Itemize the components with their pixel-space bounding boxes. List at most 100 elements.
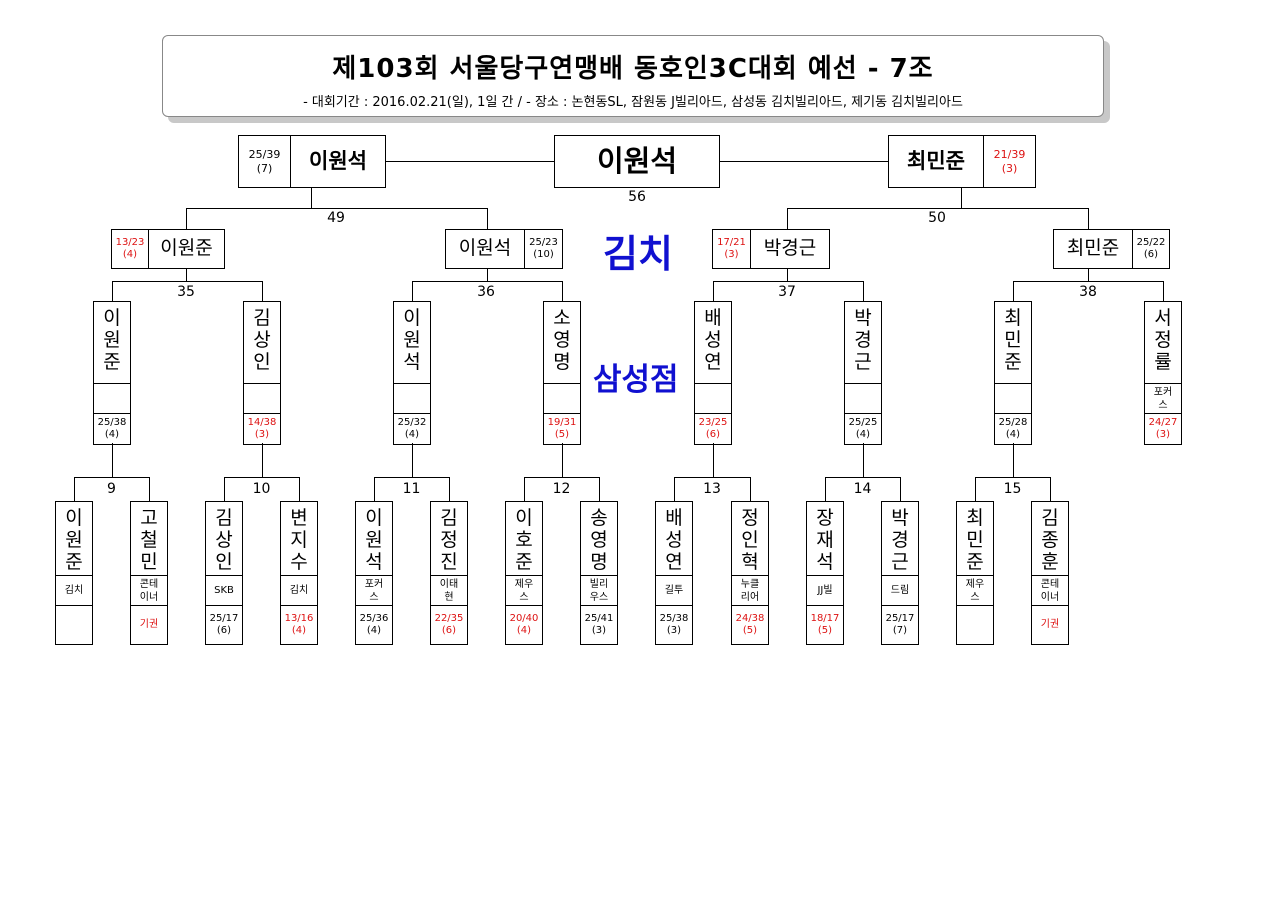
bracket-line [863, 281, 864, 301]
semi-left-player-b: 이원석 25/23 (10) [445, 229, 563, 269]
semi-left-match-number: 49 [327, 210, 345, 226]
bracket-line [787, 208, 788, 229]
player-name: 김 정 진 [431, 502, 467, 576]
player-club: SKB [206, 576, 242, 606]
player-club [394, 384, 430, 414]
bracket-line [262, 281, 263, 301]
semi-left-b-score: 25/23 (10) [524, 230, 562, 268]
player-club: 드림 [882, 576, 918, 606]
player-club: 콘테 이너 [131, 576, 167, 606]
player-club: 포커 스 [1145, 384, 1181, 414]
semi-left-b-name: 이원석 [458, 237, 512, 260]
bracket-line [186, 208, 187, 229]
round1-match-number: 11 [402, 481, 421, 497]
bracket-line [1013, 281, 1164, 282]
bracket-line [412, 281, 413, 301]
bracket-line [674, 477, 751, 478]
bracket-line [412, 281, 563, 282]
page-title: 제103회 서울당구연맹배 동호인3C대회 예선 - 7조 [332, 54, 934, 84]
player-score: 기권 [139, 618, 159, 630]
bracket-line [787, 269, 788, 281]
player-name: 송 영 명 [581, 502, 617, 576]
player-score: 22/35 (6) [434, 612, 464, 637]
player-name: 고 철 민 [131, 502, 167, 576]
bracket-line [374, 477, 450, 478]
round1-match-number: 9 [107, 481, 116, 497]
bracket-line [386, 161, 554, 162]
player-club [845, 384, 881, 414]
bracket-line [750, 477, 751, 501]
player-club: 누클 리어 [732, 576, 768, 606]
player-box: 배 성 연 23/25 (6) [694, 301, 732, 445]
bracket-line [412, 443, 413, 477]
player-club: 제우 스 [957, 576, 993, 606]
player-name: 김 상 인 [244, 302, 280, 384]
bracket-line [961, 188, 962, 208]
player-club: 제우 스 [506, 576, 542, 606]
bracket-line [975, 477, 976, 501]
semi-right-match-number: 50 [928, 210, 946, 226]
player-name: 이 호 준 [506, 502, 542, 576]
final-left-score: 25/39 (7) [239, 136, 291, 187]
player-club: 이태 현 [431, 576, 467, 606]
player-score: 13/16 (4) [284, 612, 314, 637]
semi-right-player-b: 최민준 25/22 (6) [1053, 229, 1170, 269]
player-score: 24/27 (3) [1148, 416, 1178, 441]
bracket-line [449, 477, 450, 501]
semi-right-b-name: 최민준 [1066, 237, 1120, 260]
player-club [94, 384, 130, 414]
player-score: 25/17 (6) [209, 612, 239, 637]
player-name: 배 성 연 [695, 302, 731, 384]
player-score: 25/32 (4) [397, 416, 427, 441]
semi-right-b-score: 25/22 (6) [1132, 230, 1169, 268]
player-score: 기권 [1040, 618, 1060, 630]
player-score: 19/31 (5) [547, 416, 577, 441]
bracket-line [74, 477, 75, 501]
round1-match-number: 10 [252, 481, 271, 497]
final-left-player: 25/39 (7) 이원석 [238, 135, 386, 188]
player-club [244, 384, 280, 414]
final-right-score: 21/39 (3) [983, 136, 1035, 187]
round2-match-number: 37 [778, 284, 796, 300]
player-score: 24/38 (5) [735, 612, 765, 637]
bracket-line [787, 208, 1089, 209]
player-name: 김 종 훈 [1032, 502, 1068, 576]
player-score [957, 606, 993, 644]
semi-right-a-score: 17/21 (3) [713, 230, 751, 268]
player-score: 25/25 (4) [848, 416, 878, 441]
player-score: 23/25 (6) [698, 416, 728, 441]
semi-left-a-name: 이원준 [160, 237, 213, 260]
player-name: 배 성 연 [656, 502, 692, 576]
player-club [544, 384, 580, 414]
player-score: 25/38 (4) [97, 416, 127, 441]
semi-right-a-name: 박경근 [763, 237, 817, 260]
bracket-line [112, 281, 263, 282]
bracket-line [487, 269, 488, 281]
semi-right-player-a: 17/21 (3) 박경근 [712, 229, 830, 269]
player-club: 빌리 우스 [581, 576, 617, 606]
player-club: JJ빌 [807, 576, 843, 606]
player-name: 박 경 근 [845, 302, 881, 384]
final-right-name: 최민준 [907, 149, 965, 174]
player-club: 길투 [656, 576, 692, 606]
bracket-line [524, 477, 600, 478]
bracket-line [1088, 269, 1089, 281]
bracket-line [713, 443, 714, 477]
venue-upper-label: 김치 [603, 232, 673, 276]
player-score: 20/40 (4) [509, 612, 539, 637]
bracket-line [262, 443, 263, 477]
player-name: 이 원 준 [94, 302, 130, 384]
bracket-line [900, 477, 901, 501]
player-name: 장 재 석 [807, 502, 843, 576]
bracket-line [74, 477, 150, 478]
bracket-line [825, 477, 826, 501]
bracket-line [599, 477, 600, 501]
player-name: 최 민 준 [957, 502, 993, 576]
